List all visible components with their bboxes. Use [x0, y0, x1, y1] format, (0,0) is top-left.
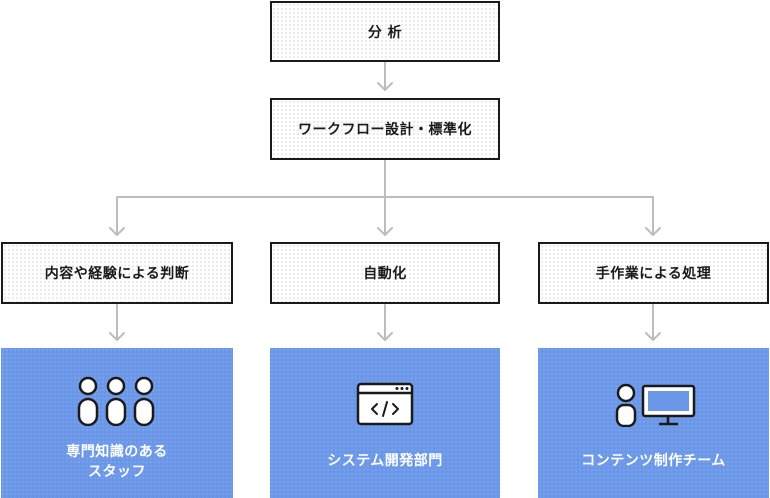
team-system-dev-label: システム開発部門: [327, 453, 443, 469]
team-system-dev: システム開発部門: [270, 348, 500, 498]
team-content-production-label: コンテンツ制作チーム: [581, 453, 726, 469]
node-expert-judgment-label: 内容や経験による判断: [44, 266, 190, 282]
node-workflow: ワークフロー設計・標準化: [270, 98, 500, 160]
people-group-icon: [77, 376, 155, 426]
team-content-production: コンテンツ制作チーム: [538, 348, 769, 498]
node-manual-processing-label: 手作業による処理: [595, 266, 712, 282]
node-workflow-label: ワークフロー設計・標準化: [298, 122, 472, 138]
team-experts-label-line1: 専門知識のある: [66, 444, 168, 460]
team-experts-label-line2: スタッフ: [88, 464, 146, 480]
node-automation: 自動化: [270, 242, 500, 304]
node-analysis-label: 分 析: [367, 24, 403, 41]
node-automation-label: 自動化: [363, 266, 407, 282]
node-manual-processing: 手作業による処理: [538, 242, 769, 304]
person-computer-icon: [615, 383, 696, 427]
node-analysis: 分 析: [270, 1, 500, 62]
node-expert-judgment: 内容や経験による判断: [1, 242, 233, 304]
code-window-icon: [356, 382, 414, 426]
team-experts: 専門知識のある スタッフ: [1, 348, 233, 498]
